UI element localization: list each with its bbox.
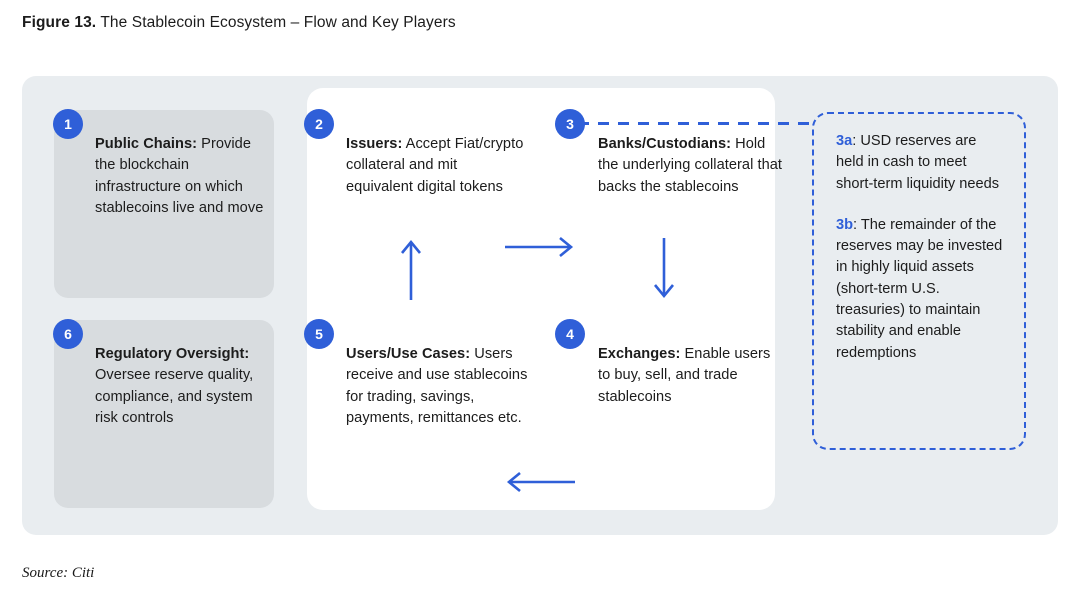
reserve-tag-3b: 3b — [836, 216, 854, 233]
figure-title-text: The Stablecoin Ecosystem – Flow and Key … — [100, 14, 456, 31]
node-number-1: 1 — [53, 109, 83, 139]
node-text-regulatory-oversight: Regulatory Oversight: Oversee reserve qu… — [95, 344, 275, 429]
arrow-left-icon — [505, 470, 575, 494]
node-heading-users-use-cases: Users/Use Cases: — [346, 346, 471, 362]
arrow-down-icon — [651, 238, 677, 300]
arrow-up-icon — [398, 238, 424, 300]
node-number-5: 5 — [304, 319, 334, 349]
node-number-6: 6 — [53, 319, 83, 349]
node-heading-exchanges: Exchanges: — [598, 346, 681, 362]
node-text-banks-custodians: Banks/Custodians: Hold the underlying co… — [598, 134, 783, 198]
node-body-exchanges: Enable users to buy, sell, and trade sta… — [598, 346, 771, 405]
node-text-issuers: Issuers: Accept Fiat/crypto collateral a… — [346, 134, 526, 198]
reserve-tag-3a: 3a — [836, 133, 853, 149]
node-body-regulatory-oversight: Oversee reserve quality, compliance, and… — [95, 367, 254, 426]
arrow-right-icon — [505, 235, 575, 259]
node-heading-regulatory-oversight: Regulatory Oversight: — [95, 346, 250, 362]
card-public-chains — [54, 110, 274, 298]
node-text-users-use-cases: Users/Use Cases: Users receive and use s… — [346, 344, 536, 429]
node-number-2: 2 — [304, 109, 334, 139]
node-body-banks-custodians: Hold the underlying collateral that back… — [598, 136, 783, 195]
reserve-item-3a: 3a: USD reserves are held in cash to mee… — [836, 131, 1006, 195]
diagram-center-panel — [307, 88, 775, 510]
node-number-3: 3 — [555, 109, 585, 139]
reserve-body-3a: : USD reserves are held in cash to meet … — [836, 133, 1000, 192]
node-body-issuers: Accept Fiat/crypto collateral and mit eq… — [346, 136, 524, 195]
reserve-item-3b: 3b: The remainder of the reserves may be… — [836, 215, 1006, 364]
source-note: Source: Citi — [22, 565, 95, 581]
reserves-text-block: 3a: USD reserves are held in cash to mee… — [836, 131, 1006, 364]
reserves-dashed-box — [812, 112, 1026, 450]
reserve-body-3b: : The remainder of the reserves may be i… — [836, 216, 1003, 361]
dashed-connector-line — [578, 122, 816, 125]
card-regulatory-oversight — [54, 320, 274, 508]
node-heading-public-chains: Public Chains: — [95, 136, 198, 152]
node-body-public-chains: Provide the blockchain infrastructure on… — [95, 136, 264, 216]
node-body-users-use-cases: Users receive and use stablecoins for tr… — [346, 346, 528, 426]
node-heading-banks-custodians: Banks/Custodians: — [598, 136, 732, 152]
node-text-exchanges: Exchanges: Enable users to buy, sell, an… — [598, 344, 773, 408]
figure-label: Figure 13. — [22, 14, 97, 31]
node-text-public-chains: Public Chains: Provide the blockchain in… — [95, 134, 265, 219]
page-title: Figure 13. The Stablecoin Ecosystem – Fl… — [22, 12, 582, 33]
node-heading-issuers: Issuers: — [346, 136, 403, 152]
node-number-4: 4 — [555, 319, 585, 349]
